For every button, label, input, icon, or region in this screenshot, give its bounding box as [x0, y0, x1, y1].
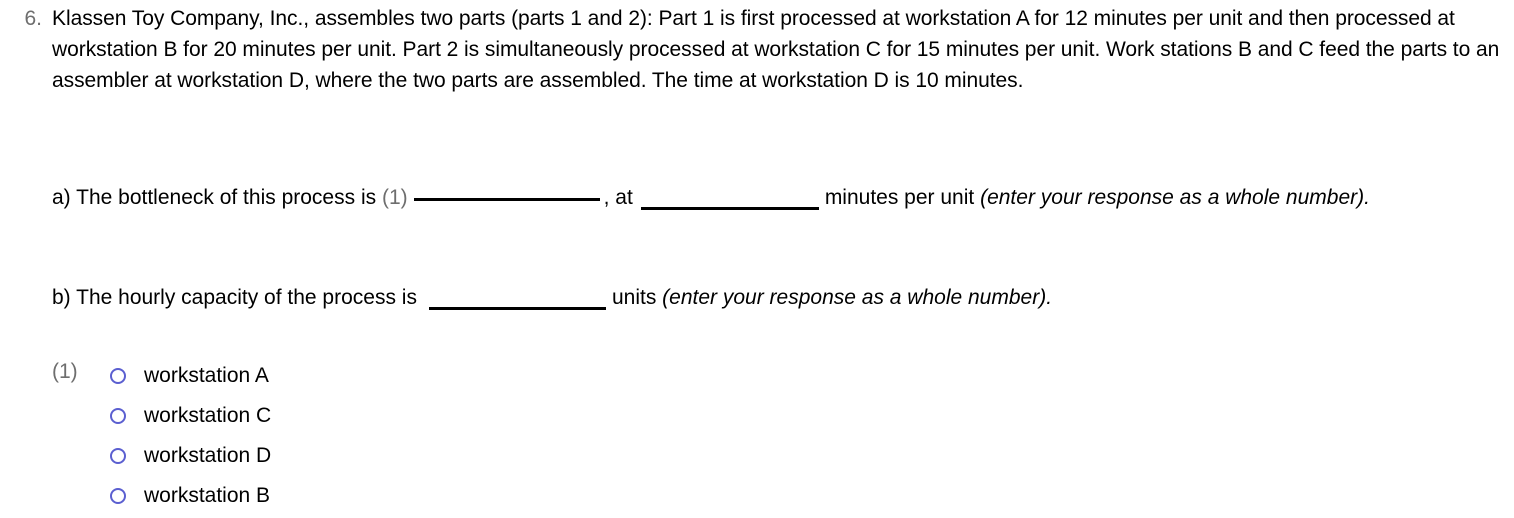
part-b-instruction: (enter your response as a whole number).	[662, 286, 1053, 309]
option-label: workstation D	[144, 444, 272, 467]
part-a-reference-tag: (1)	[381, 186, 408, 209]
question-number: 6.	[24, 7, 42, 30]
option-row[interactable]: workstation C	[110, 396, 271, 436]
part-a: a) The bottleneck of this process is (1)…	[52, 179, 1500, 217]
radio-button-icon[interactable]	[110, 408, 126, 424]
question-stem: Klassen Toy Company, Inc., assembles two…	[52, 7, 1500, 92]
part-a-middle-text: , at	[603, 186, 633, 209]
radio-button-icon[interactable]	[110, 448, 126, 464]
part-b-prompt: b) The hourly capacity of the process is	[52, 286, 417, 309]
option-label: workstation B	[144, 484, 271, 507]
option-row[interactable]: workstation B	[110, 476, 271, 516]
part-b-unit-text: units	[611, 286, 657, 309]
part-b-blank-1[interactable]	[428, 307, 606, 310]
part-a-instruction: (enter your response as a whole number).	[980, 186, 1370, 209]
part-a-blank-1[interactable]	[413, 198, 600, 201]
option-row[interactable]: workstation D	[110, 436, 271, 476]
options-reference-tag: (1)	[52, 360, 78, 383]
part-b: b) The hourly capacity of the process is…	[52, 279, 1500, 317]
option-label: workstation A	[144, 364, 269, 387]
part-a-blank-2[interactable]	[640, 207, 819, 210]
option-label: workstation C	[144, 404, 272, 427]
part-a-prompt: a) The bottleneck of this process is	[52, 186, 377, 209]
option-row[interactable]: workstation A	[110, 356, 271, 396]
question-body: Klassen Toy Company, Inc., assembles two…	[52, 3, 1500, 310]
option-list: workstation A workstation C workstation D w…	[110, 356, 271, 516]
radio-button-icon[interactable]	[110, 488, 126, 504]
radio-button-icon[interactable]	[110, 368, 126, 384]
part-a-unit-text: minutes per unit	[824, 186, 975, 209]
